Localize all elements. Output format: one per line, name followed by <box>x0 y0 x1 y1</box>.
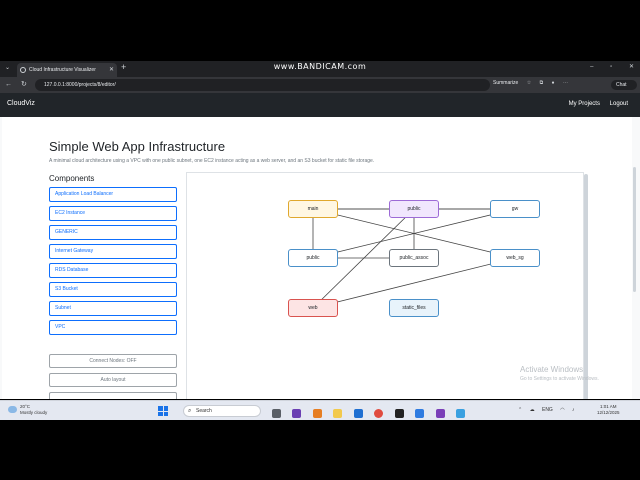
diagram-node-public-assoc[interactable]: public_assoc <box>389 249 439 267</box>
diagram-node-gw[interactable]: gw <box>490 200 540 218</box>
component-generic-button[interactable]: GENERIC <box>49 225 177 240</box>
taskbar-search-label: Search <box>196 408 212 414</box>
more-icon[interactable]: ⋯ <box>562 80 568 86</box>
store-icon[interactable] <box>353 409 363 418</box>
window-controls: – ▫ ✕ <box>575 63 634 70</box>
diagram-node-web-sg[interactable]: web_sg <box>490 249 540 267</box>
auto-layout-button[interactable]: Auto layout <box>49 373 177 387</box>
chrome-icon[interactable] <box>374 409 384 418</box>
new-tab-icon[interactable]: + <box>121 62 127 72</box>
url-field[interactable]: 127.0.0.1:8000/projects/8/editor/ <box>35 79 490 91</box>
visual-studio-icon[interactable] <box>435 409 445 418</box>
wifi-icon[interactable]: ◠ <box>560 407 565 413</box>
page: Simple Web App Infrastructure A minimal … <box>0 117 640 399</box>
reload-icon[interactable]: ↻ <box>20 81 27 88</box>
canvas-scrollbar[interactable] <box>584 174 588 399</box>
activate-windows-subtitle: Go to Settings to activate Windows. <box>520 376 599 382</box>
weather-icon <box>8 406 17 413</box>
onedrive-icon[interactable]: ☁ <box>529 407 535 413</box>
brand-link[interactable]: CloudViz <box>7 100 35 107</box>
diagram-node-web[interactable]: web <box>288 299 338 317</box>
chat-app-icon[interactable] <box>292 409 302 418</box>
component-rds-button[interactable]: RDS Database <box>49 263 177 278</box>
copilot-icon[interactable] <box>312 409 322 418</box>
diagram-node-main[interactable]: main <box>288 200 338 218</box>
diagram-edge-public-top-to-web <box>312 208 415 309</box>
page-title: Simple Web App Infrastructure <box>49 139 226 154</box>
weather-text: Mostly cloudy <box>20 410 48 415</box>
star-icon[interactable]: ☆ <box>526 80 532 86</box>
connect-nodes-toggle[interactable]: Connect Nodes: OFF <box>49 354 177 368</box>
temperature: 20°C <box>20 404 31 409</box>
nav-links: My Projects Logout <box>561 101 628 107</box>
diagram-node-public-mid[interactable]: public <box>288 249 338 267</box>
page-scrollbar[interactable] <box>633 167 636 292</box>
diagram-node-static-files[interactable]: static_files <box>389 299 439 317</box>
diagram-edge-web-to-web-sg <box>312 257 516 309</box>
component-igw-button[interactable]: Internet Gateway <box>49 244 177 259</box>
clock-time: 1:01 AM <box>600 404 617 409</box>
diagram-edge-public-mid-to-gw <box>312 208 516 259</box>
taskbar: 20°C Mostly cloudy ⌕ Search ⌃ ☁ ENG ◠ <box>0 400 640 420</box>
address-bar: ← ↻ 127.0.0.1:8000/projects/8/editor/ Su… <box>0 77 640 93</box>
activate-windows-watermark: Activate Windows Go to Settings to activ… <box>520 365 599 382</box>
tray-chevron-icon[interactable]: ⌃ <box>518 407 523 413</box>
language-indicator[interactable]: ENG <box>541 407 553 413</box>
profile-icon[interactable]: ● <box>551 80 555 86</box>
logout-link[interactable]: Logout <box>609 101 628 107</box>
summarize-button[interactable]: Summarize <box>493 80 519 86</box>
page-content: Simple Web App Infrastructure A minimal … <box>2 117 632 399</box>
taskbar-search[interactable]: ⌕ Search <box>183 405 261 417</box>
component-subnet-button[interactable]: Subnet <box>49 301 177 316</box>
components-heading: Components <box>49 174 95 183</box>
my-projects-link[interactable]: My Projects <box>568 101 600 107</box>
volume-icon[interactable]: ♪ <box>571 407 575 413</box>
maximize-icon[interactable]: ▫ <box>610 64 613 70</box>
component-s3-button[interactable]: S3 Bucket <box>49 282 177 297</box>
browser-tab-bar: ⌄ Cloud Infrastructure Visualizer ✕ + – … <box>0 61 640 77</box>
component-alb-button[interactable]: Application Load Balancer <box>49 187 177 202</box>
close-window-icon[interactable]: ✕ <box>628 64 634 70</box>
app-navbar: CloudViz My Projects Logout <box>0 93 640 117</box>
globe-icon <box>20 67 26 73</box>
component-ec2-button[interactable]: EC2 Instance <box>49 206 177 221</box>
terminal-icon[interactable] <box>394 409 404 418</box>
browser-nav-buttons: ← ↻ <box>5 80 34 88</box>
editor-tools: Connect Nodes: OFF Auto layout <box>49 354 177 399</box>
minimize-icon[interactable]: – <box>590 64 594 70</box>
tab-title: Cloud Infrastructure Visualizer <box>29 67 96 73</box>
weather-widget[interactable]: 20°C Mostly cloudy <box>8 404 47 416</box>
clock-date: 12/12/2025 <box>597 410 620 415</box>
taskbar-apps <box>272 405 472 423</box>
task-view-icon[interactable] <box>272 409 281 418</box>
chat-button[interactable]: Chat <box>611 80 637 90</box>
address-bar-actions: Summarize ☆ ⧉ ● ⋯ <box>493 80 568 86</box>
file-explorer-icon[interactable] <box>333 409 343 418</box>
python-icon[interactable] <box>456 409 466 418</box>
project-description: A minimal cloud architecture using a VPC… <box>49 158 375 164</box>
clock[interactable]: 1:01 AM 12/12/2025 <box>597 404 620 416</box>
extensions-icon[interactable]: ⧉ <box>539 80 544 86</box>
recording-watermark: www.BANDICAM.com <box>273 62 367 71</box>
browser-tab[interactable]: Cloud Infrastructure Visualizer ✕ <box>17 63 117 77</box>
components-list: Application Load Balancer EC2 Instance G… <box>49 187 177 339</box>
tab-menu-icon[interactable]: ⌄ <box>5 65 11 71</box>
vscode-icon[interactable] <box>415 409 425 418</box>
next-tool-button[interactable] <box>49 392 177 399</box>
back-icon[interactable]: ← <box>5 81 12 88</box>
component-vpc-button[interactable]: VPC <box>49 320 177 335</box>
diagram-node-public-top[interactable]: public <box>389 200 439 218</box>
activate-windows-title: Activate Windows <box>520 365 584 374</box>
search-icon: ⌕ <box>188 408 192 414</box>
system-tray: ⌃ ☁ ENG ◠ ♪ <box>518 407 580 413</box>
close-tab-icon[interactable]: ✕ <box>108 67 114 73</box>
start-icon[interactable] <box>158 406 168 416</box>
